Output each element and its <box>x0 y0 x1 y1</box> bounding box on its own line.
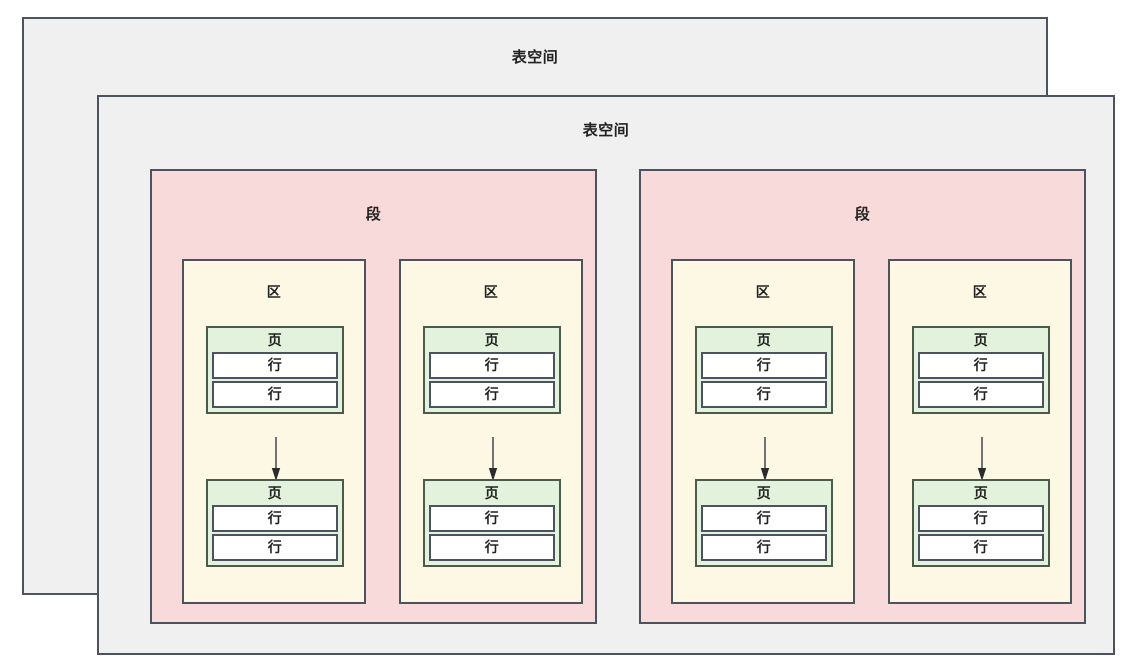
page-1a-top: 页 行 行 <box>206 326 344 414</box>
extent-2b-container: 区 页 行 行 页 行 行 <box>888 259 1072 604</box>
segment-1-title: 段 <box>365 206 382 223</box>
page-1b-bottom: 页 行 行 <box>423 479 561 567</box>
extent-2b-title: 区 <box>972 284 988 300</box>
segment-2-title: 段 <box>854 206 871 223</box>
page-1b-top-title: 页 <box>484 332 500 348</box>
page-2b-top: 页 行 行 <box>912 326 1050 414</box>
extent-2a-title: 区 <box>755 284 771 300</box>
extent-2a-container: 区 页 行 行 页 行 行 <box>671 259 855 604</box>
page-flow-arrow-icon <box>271 437 281 481</box>
tablespace-front-title: 表空间 <box>582 122 630 139</box>
row-item: 行 <box>918 352 1044 379</box>
row-item: 行 <box>212 534 338 561</box>
page-2a-top: 页 行 行 <box>695 326 833 414</box>
segment-1-container: 段 区 页 行 行 页 行 行 <box>150 169 597 624</box>
row-item: 行 <box>429 534 555 561</box>
page-2a-bottom: 页 行 行 <box>695 479 833 567</box>
segment-2-container: 段 区 页 行 行 页 行 行 <box>639 169 1086 624</box>
row-item: 行 <box>701 381 827 408</box>
page-1b-top: 页 行 行 <box>423 326 561 414</box>
row-item: 行 <box>918 534 1044 561</box>
tablespace-front-container: 表空间 段 区 页 行 行 页 行 行 <box>97 95 1115 655</box>
page-1a-top-title: 页 <box>267 332 283 348</box>
page-flow-arrow-icon <box>488 437 498 481</box>
page-flow-arrow-icon <box>977 437 987 481</box>
page-2b-bottom: 页 行 行 <box>912 479 1050 567</box>
tablespace-back-title: 表空间 <box>511 49 559 66</box>
row-item: 行 <box>212 381 338 408</box>
extent-1b-title: 区 <box>483 284 499 300</box>
page-2a-top-title: 页 <box>756 332 772 348</box>
row-item: 行 <box>212 352 338 379</box>
row-item: 行 <box>918 381 1044 408</box>
page-1a-bottom-title: 页 <box>267 485 283 501</box>
row-item: 行 <box>429 505 555 532</box>
page-2b-bottom-title: 页 <box>973 485 989 501</box>
page-flow-arrow-icon <box>760 437 770 481</box>
row-item: 行 <box>429 352 555 379</box>
row-item: 行 <box>212 505 338 532</box>
page-1b-bottom-title: 页 <box>484 485 500 501</box>
row-item: 行 <box>701 534 827 561</box>
page-2a-bottom-title: 页 <box>756 485 772 501</box>
row-item: 行 <box>701 505 827 532</box>
row-item: 行 <box>918 505 1044 532</box>
extent-1b-container: 区 页 行 行 页 行 行 <box>399 259 583 604</box>
extent-1a-title: 区 <box>266 284 282 300</box>
page-1a-bottom: 页 行 行 <box>206 479 344 567</box>
row-item: 行 <box>429 381 555 408</box>
row-item: 行 <box>701 352 827 379</box>
page-2b-top-title: 页 <box>973 332 989 348</box>
extent-1a-container: 区 页 行 行 页 行 行 <box>182 259 366 604</box>
